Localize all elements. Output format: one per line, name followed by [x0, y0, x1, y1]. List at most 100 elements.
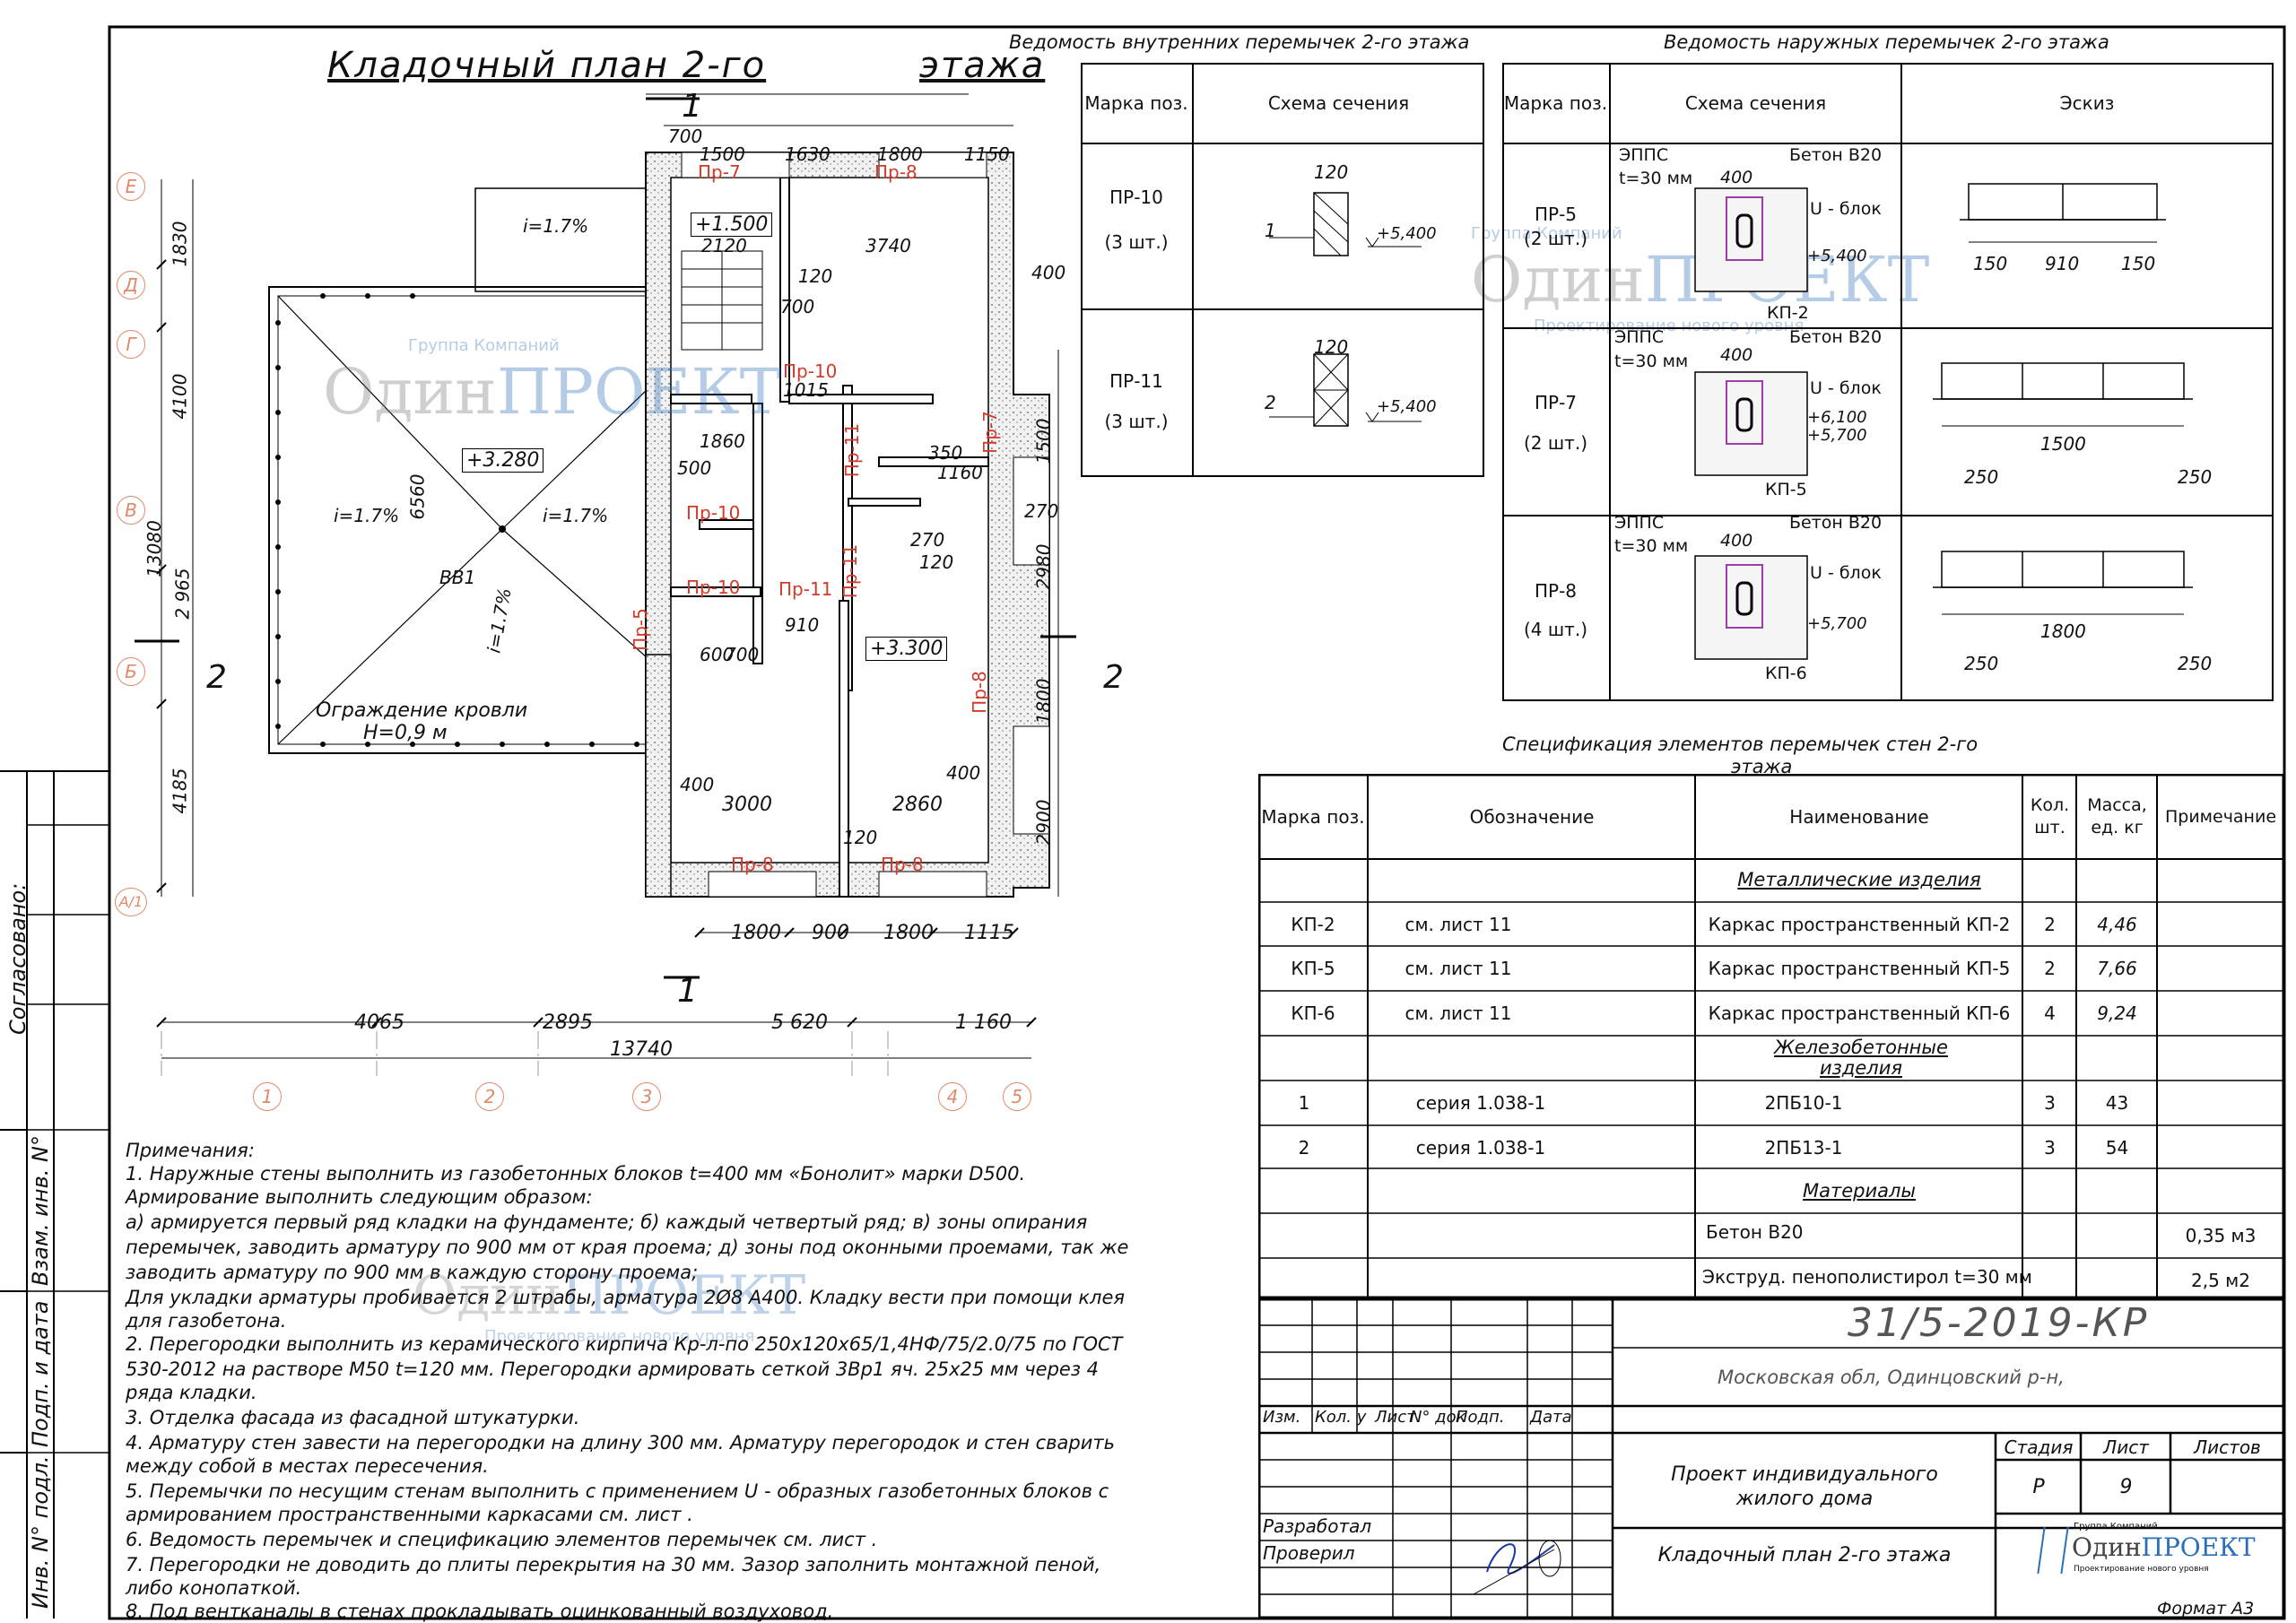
dim-bot-1115: 1115: [964, 922, 1014, 944]
stamp-project: Проект индивидуального: [1671, 1462, 1938, 1486]
spec-r1-mass: 43: [2105, 1092, 2129, 1114]
outer-r2-w: 400: [1720, 345, 1753, 365]
compass-icon: [2037, 1527, 2069, 1574]
sign-date-label: Подп. и дата: [28, 1300, 53, 1448]
axis-B: Б: [117, 657, 145, 686]
outer-r2-t: t=30 мм: [1614, 352, 1689, 371]
spec-m2-mark: КП-5: [1291, 958, 1335, 979]
inner-r2-mark: ПР-11: [1109, 370, 1163, 392]
outer-r3-kp: КП-6: [1765, 664, 1807, 683]
stamp-logo: Группа Компаний ОдинПРОЕКТ Проектировани…: [2036, 1520, 2278, 1583]
outer-r3-qty: (4 шт.): [1524, 619, 1587, 640]
dim-350: 350: [928, 442, 963, 464]
inner-r1-qty: (3 шт.): [1104, 231, 1169, 253]
plan-title-2: этажа: [919, 45, 1046, 86]
spec-h-note: Примечание: [2164, 806, 2277, 827]
outer-r3-epps: ЭППС: [1614, 513, 1665, 533]
notes-line-19: 8. Под вентканалы в стенах прокладывать …: [126, 1601, 834, 1622]
outer-r1-qty: (2 шт.): [1524, 228, 1587, 249]
stamp-sheet-h: Лист: [2103, 1436, 2149, 1458]
outer-lintels-table: [1502, 63, 2274, 701]
outer-r3-d1: 250: [1964, 653, 1999, 674]
dim-left-4185: 4185: [169, 768, 191, 814]
watermark-notes: ОдинПРОЕКТ Проектирование нового уровня: [413, 1264, 805, 1346]
dim-right-2900: 2900: [1032, 799, 1055, 846]
inner-r2-lvl: +5,400: [1377, 397, 1437, 416]
stamp-col-list: Лист: [1375, 1408, 1416, 1427]
stamp-col-kol: Кол. у: [1315, 1408, 1367, 1427]
stamp-col-sign: Подп.: [1456, 1408, 1505, 1427]
lintel-pr8-bot-a: Пр-8: [731, 854, 774, 875]
lintel-pr8-bot-b: Пр-8: [881, 854, 924, 875]
dim-120a: 120: [798, 265, 833, 287]
inner-r1-lvl: +5,400: [1377, 224, 1437, 243]
inner-r2-qty: (3 шт.): [1104, 411, 1169, 432]
stamp-stage: Р: [2032, 1475, 2045, 1498]
dim-right-1800: 1800: [1032, 678, 1055, 725]
spec-group-rc: Железобетонные изделия: [1774, 1036, 1948, 1079]
plan-title: Кладочный план 2-го: [327, 45, 767, 86]
spec-r2-ref: серия 1.038-1: [1415, 1137, 1546, 1159]
axis-5: 5: [1003, 1082, 1031, 1111]
stamp-sheet: 9: [2119, 1475, 2133, 1498]
dim-6560: 6560: [406, 473, 429, 520]
floor-plan: [135, 93, 1076, 1076]
inner-r2-w: 120: [1314, 336, 1349, 358]
outer-r1-ublock: U - блок: [1810, 199, 1882, 219]
spec-m1-qty: 2: [2044, 913, 2056, 935]
dim-bot-4065: 4065: [354, 1011, 404, 1034]
notes-line-10: ряда кладки.: [126, 1382, 257, 1403]
slope-1: i=1.7%: [523, 215, 589, 237]
spec-group-mat: Материалы: [1803, 1180, 1916, 1202]
watermark-small-2: Группа Компаний: [1471, 224, 1622, 243]
spec-r1-name: 2ПБ10-1: [1764, 1092, 1843, 1114]
axis-A1: А/1: [115, 888, 147, 916]
outer-r3-t: t=30 мм: [1614, 536, 1689, 556]
logo-sub: Проектирование нового уровня: [2074, 1565, 2209, 1574]
axis-2: 2: [475, 1082, 504, 1111]
spec-m1-mark: КП-2: [1291, 913, 1335, 935]
spec-m2-name: Каркас пространственный КП-5: [1708, 958, 2011, 979]
outer-r3-mark: ПР-8: [1534, 580, 1578, 602]
notes-line-13: между собой в местах пересечения.: [126, 1455, 489, 1477]
watermark-a-2: Один: [1471, 243, 1645, 317]
spec-table: [1258, 774, 2284, 1298]
outer-r1-d2: 910: [2045, 253, 2080, 274]
lintel-pr8-top: Пр-8: [874, 161, 918, 183]
agreed-label: Согласовано:: [5, 882, 30, 1035]
spec-group-metal: Металлические изделия: [1737, 869, 1981, 891]
stamp-col-doc: N° док: [1410, 1408, 1466, 1427]
spec-r1-qty: 3: [2044, 1092, 2056, 1114]
notes-line-6: Для укладки арматуры пробивается 2 штраб…: [126, 1287, 1126, 1308]
dim-top-1800: 1800: [877, 143, 923, 165]
spec-mat2-note: 2,5 м2: [2191, 1270, 2250, 1291]
dim-right-2980: 2980: [1032, 543, 1055, 590]
dim-1160: 1160: [937, 462, 983, 483]
outer-r1-epps: ЭППС: [1619, 145, 1669, 165]
stamp-sheets: [2171, 1461, 2283, 1515]
inner-r1-mark: ПР-10: [1109, 187, 1163, 208]
outer-r2-kp: КП-5: [1765, 480, 1807, 499]
dim-top-1150: 1150: [964, 143, 1010, 165]
lintel-pr10-a: Пр-10: [783, 360, 838, 382]
inner-r2-pos: 2: [1265, 392, 1276, 413]
logo-small: Группа Компаний: [2074, 1522, 2158, 1532]
outer-lintels-caption: Ведомость наружных перемычек 2-го этажа: [1664, 31, 2109, 53]
dim-910b: 910: [785, 614, 820, 636]
fence-height: Н=0,9 м: [363, 722, 448, 744]
notes-title: Примечания:: [126, 1140, 255, 1161]
notes-line-14: 5. Перемычки по несущим стенам выполнить…: [126, 1480, 1109, 1502]
spec-h-qty: Кол. шт.: [2030, 795, 2070, 838]
notes-line-16: 6. Ведомость перемычек и спецификацию эл…: [126, 1529, 878, 1550]
dim-right-1500: 1500: [1032, 418, 1055, 464]
notes-line-11: 3. Отделка фасада из фасадной штукатурки…: [126, 1407, 580, 1428]
watermark-left: Группа Компаний ОдинПРОЕКТ: [323, 336, 781, 429]
outer-r2-d3: 250: [2178, 466, 2213, 488]
dim-400c: 400: [946, 762, 981, 784]
dim-120b: 120: [919, 551, 954, 573]
spec-r2-qty: 3: [2044, 1137, 2056, 1159]
dim-600: 600: [700, 644, 735, 665]
notes-line-18: либо конопаткой.: [126, 1577, 302, 1599]
dim-1015: 1015: [783, 379, 829, 401]
level-1500: +1.500: [691, 213, 773, 237]
